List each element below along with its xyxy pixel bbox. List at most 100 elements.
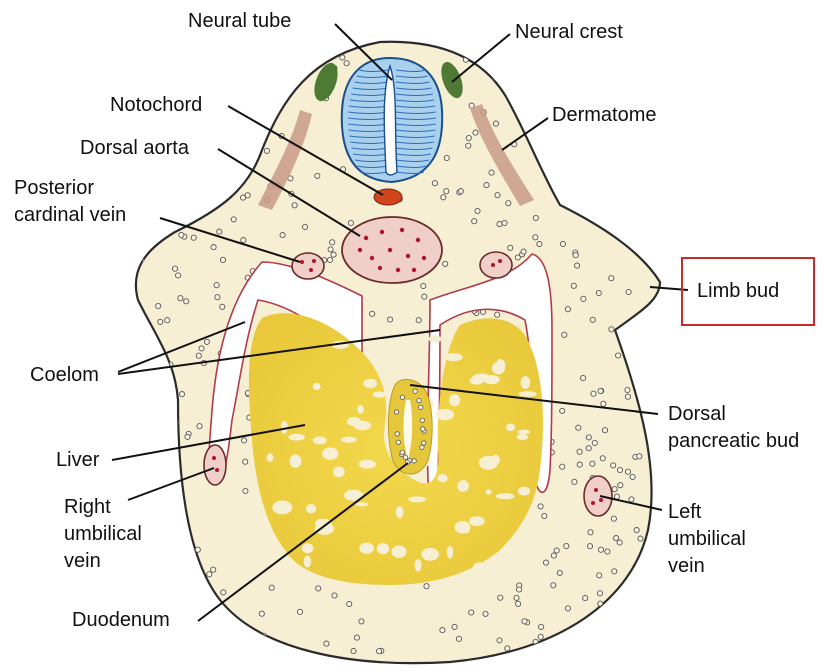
mesenchyme-cell [516,601,521,606]
mesenchyme-cell [484,183,489,188]
mesenchyme-cell [226,95,231,100]
mesenchyme-cell [472,219,477,224]
label-posterior-cardinal-vein-line1: Posterior [14,176,94,201]
mesenchyme-cell [466,135,471,140]
mesenchyme-cell [633,92,638,97]
mesenchyme-cell [571,283,576,288]
mesenchyme-cell [316,586,321,591]
mesenchyme-cell [636,63,641,68]
mesenchyme-cell [178,296,183,301]
mesenchyme-cell [235,638,240,643]
mesenchyme-cell [582,56,587,61]
label-left-umbilical-vein-line1: Left [668,500,701,525]
mesenchyme-cell [157,130,162,135]
mesenchyme-cell [416,318,421,323]
label-right-umbilical-vein-line3: vein [64,549,101,574]
mesenchyme-cell [351,649,356,654]
mesenchyme-cell [143,199,148,204]
mesenchyme-cell [207,572,212,577]
liver-sinusoid [518,487,530,496]
mesenchyme-cell [649,338,654,343]
mesenchyme-cell [227,177,232,182]
mesenchyme-cell [572,479,577,484]
liver-sinusoid [449,394,460,406]
mesenchyme-cell [141,182,146,187]
mesenchyme-cell [634,382,639,387]
mesenchyme-cell [153,400,158,405]
mesenchyme-cell [242,438,247,443]
mesenchyme-cell [243,488,248,493]
mesenchyme-cell [596,191,601,196]
mesenchyme-cell [597,591,602,596]
mesenchyme-cell [148,596,153,601]
mesenchyme-cell [592,440,597,445]
mesenchyme-cell [617,467,622,472]
mesenchyme-cell [240,195,245,200]
liver-sinusoid [517,430,530,434]
mesenchyme-cell [330,240,335,245]
liver-sinusoid [267,453,274,462]
mesenchyme-cell [637,454,642,459]
mesenchyme-cell [182,53,187,58]
mesenchyme-cell [630,145,635,150]
pancreatic-cell [419,405,423,409]
mesenchyme-cell [172,435,177,440]
mesenchyme-cell [211,245,216,250]
mesenchyme-cell [171,491,176,496]
mesenchyme-cell [618,483,623,488]
mesenchyme-cell [161,422,166,427]
mesenchyme-cell [179,232,184,237]
mesenchyme-cell [241,66,246,71]
mesenchyme-cell [634,528,639,533]
mesenchyme-cell [517,587,522,592]
liver-sinusoid [444,353,462,361]
liver-sinusoid [355,502,368,506]
mesenchyme-cell [533,215,538,220]
liver-sinusoid [457,480,468,492]
mesenchyme-cell [577,462,582,467]
mesenchyme-cell [557,642,562,647]
mesenchyme-cell [331,252,336,257]
mesenchyme-cell [588,530,593,535]
mesenchyme-cell [642,141,647,146]
mesenchyme-cell [483,611,488,616]
mesenchyme-cell [138,128,143,133]
liver-sinusoid [313,436,327,444]
mesenchyme-cell [165,318,170,323]
mesenchyme-cell [602,428,607,433]
pancreatic-cell [420,445,424,449]
mesenchyme-cell [424,584,429,589]
mesenchyme-cell [218,80,223,85]
label-right-umbilical-vein-line1: Right [64,495,111,520]
pancreatic-cell [421,427,425,431]
mesenchyme-cell [388,317,393,322]
mesenchyme-cell [498,595,503,600]
mesenchyme-cell [645,235,650,240]
liver-sinusoid [322,447,338,460]
right-umbilical-vein [204,445,226,485]
mesenchyme-cell [598,547,603,552]
mesenchyme-cell [489,170,494,175]
mesenchyme-cell [475,208,480,213]
mesenchyme-cell [220,257,225,262]
mesenchyme-cell [229,119,234,124]
label-neural-tube: Neural tube [188,9,291,34]
mesenchyme-cell [629,497,634,502]
mesenchyme-cell [158,319,163,324]
mesenchyme-cell [217,95,222,100]
liver-sinusoid [333,467,345,478]
mesenchyme-cell [543,560,548,565]
mesenchyme-cell [159,455,164,460]
liver-sinusoid [359,460,376,469]
mesenchyme-cell [208,119,213,124]
liver-sinusoid [288,434,305,441]
mesenchyme-cell [613,607,618,612]
mesenchyme-cell [201,171,206,176]
label-notochord: Notochord [110,93,202,118]
mesenchyme-cell [155,384,160,389]
posterior-cardinal-vein-right [480,252,512,278]
mesenchyme-cell [552,55,557,60]
mesenchyme-cell [608,80,613,85]
mesenchyme-cell [577,650,582,655]
liver-sinusoid [415,559,422,571]
